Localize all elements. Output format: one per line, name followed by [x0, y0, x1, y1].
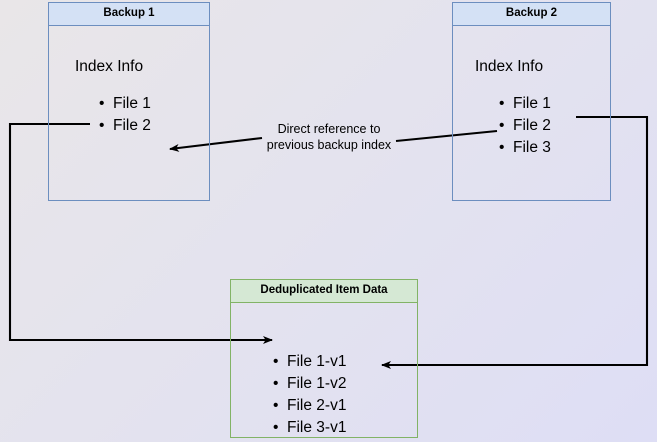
list-item: File 3: [499, 137, 551, 159]
node-backup-2-header: Backup 2: [453, 3, 610, 26]
backup-2-index-info-label: Index Info: [475, 58, 544, 75]
node-dedup-body: File 1-v1 File 1-v2 File 2-v1 File 3-v1: [231, 303, 417, 439]
dedup-file-list: File 1-v1 File 1-v2 File 2-v1 File 3-v1: [273, 351, 346, 439]
list-item: File 1-v2: [273, 373, 346, 395]
list-item: File 3-v1: [273, 417, 346, 439]
node-backup-1[interactable]: Backup 1 Index Info File 1 File 2: [48, 2, 210, 201]
edge-label-direct-reference: Direct reference to previous backup inde…: [250, 121, 408, 153]
list-item: File 1-v1: [273, 351, 346, 373]
node-backup-2[interactable]: Backup 2 Index Info File 1 File 2 File 3: [452, 2, 611, 201]
list-item: File 1: [99, 93, 151, 115]
node-backup-2-body: Index Info File 1 File 2 File 3: [453, 26, 610, 200]
node-deduplicated-item-data[interactable]: Deduplicated Item Data File 1-v1 File 1-…: [230, 279, 418, 439]
list-item: File 2: [99, 115, 151, 137]
list-item: File 1: [499, 93, 551, 115]
edge-label-line-2: previous backup index: [266, 138, 392, 152]
list-item: File 2: [499, 115, 551, 137]
edge-label-line-1: Direct reference to: [277, 122, 381, 136]
node-backup-1-header: Backup 1: [49, 3, 209, 26]
backup-1-file-list: File 1 File 2: [99, 93, 151, 137]
backup-1-index-info-label: Index Info: [75, 58, 144, 75]
list-item: File 2-v1: [273, 395, 346, 417]
backup-2-file-list: File 1 File 2 File 3: [499, 93, 551, 159]
node-dedup-header: Deduplicated Item Data: [231, 280, 417, 303]
node-backup-1-body: Index Info File 1 File 2: [49, 26, 209, 200]
